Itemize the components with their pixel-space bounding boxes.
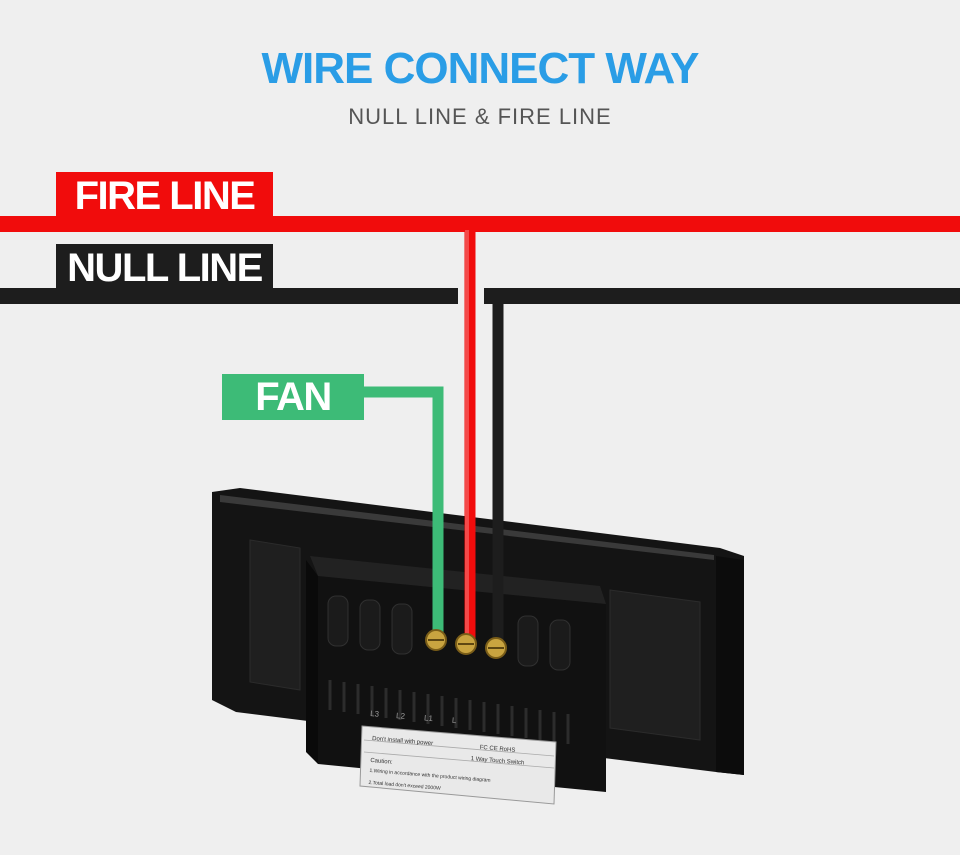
fan-wire [364,386,444,634]
terminal-screws [425,629,507,659]
terminal-label-l3: L3 [370,709,380,719]
terminal-label-l1: L1 [424,713,434,723]
null-line-wire-left [0,288,458,304]
fan-label: FAN [222,374,364,420]
terminal-label-l: L [452,716,458,725]
null-line-drop-wire [484,290,504,644]
sticker-product-text: 1 Way Touch Switch [471,756,525,766]
terminal-label-l2: L2 [396,711,406,721]
fire-line-wire [0,216,960,232]
sticker-caution-text: Caution: [370,758,393,766]
fire-line-label: FIRE LINE [56,172,273,220]
product-sticker [359,725,557,805]
sticker-warning-text: Don't install with power [372,736,433,747]
page-subtitle: NULL LINE & FIRE LINE [348,104,612,129]
null-line-label: NULL LINE [56,244,273,292]
null-line-wire-right [484,288,960,304]
sticker-cert-text: FC CE RoHS [479,745,515,754]
sticker-note-2: 2.Total load don't exceed 2000W [368,780,441,792]
page-title: WIRE CONNECT WAY [261,44,699,93]
